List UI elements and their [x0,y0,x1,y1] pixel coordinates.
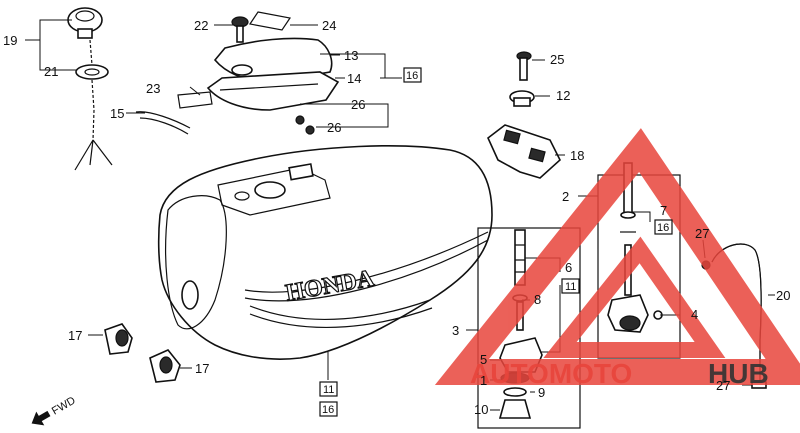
label-23: 23 [146,81,160,96]
fuel-cap-assembly [25,7,113,171]
fuel-tank: HONDA [157,145,493,360]
watermark-text-dark: HUB [708,358,769,389]
label-25: 25 [550,52,564,67]
label-4: 4 [691,307,698,322]
label-27b: 27 [716,378,730,393]
mount-hardware [487,51,565,179]
label-27a: 27 [695,226,709,241]
label-22: 22 [194,18,208,33]
label-15: 15 [110,106,124,121]
label-26a: 26 [351,97,365,112]
label-13: 13 [344,48,358,63]
label-7: 7 [660,203,667,218]
boxed-label-16-mid: 16 [654,219,673,235]
boxed-label-11-mid: 11 [561,278,580,294]
svg-text:16: 16 [657,222,669,234]
boxed-label-11-bottom: 11 [319,381,338,397]
label-9: 9 [538,385,545,400]
label-8: 8 [534,292,541,307]
fwd-arrow: FWD [31,395,78,426]
svg-text:16: 16 [322,404,334,416]
label-1: 1 [480,373,487,388]
label-17a: 17 [68,328,82,343]
svg-text:11: 11 [323,384,334,396]
label-26b: 26 [327,120,341,135]
tank-cushions [88,323,192,383]
watermark-logo [434,128,800,385]
label-6: 6 [565,260,572,275]
watermark-text-red: AUTOMOTO [470,358,632,389]
label-24: 24 [322,18,336,33]
label-2: 2 [562,189,569,204]
label-21: 21 [44,64,58,79]
label-14: 14 [347,71,361,86]
label-17b: 17 [195,361,209,376]
svg-text:16: 16 [406,70,418,82]
label-19: 19 [3,33,17,48]
label-12: 12 [556,88,570,103]
tank-cover-assembly [126,11,402,135]
label-20: 20 [776,288,790,303]
label-5: 5 [480,352,487,367]
label-18: 18 [570,148,584,163]
boxed-label-16-bottom: 16 [319,401,338,417]
label-10: 10 [474,402,488,417]
boxed-label-16-top: 16 [403,67,422,83]
fwd-label: FWD [50,395,78,418]
label-3: 3 [452,323,459,338]
svg-text:11: 11 [565,281,576,293]
